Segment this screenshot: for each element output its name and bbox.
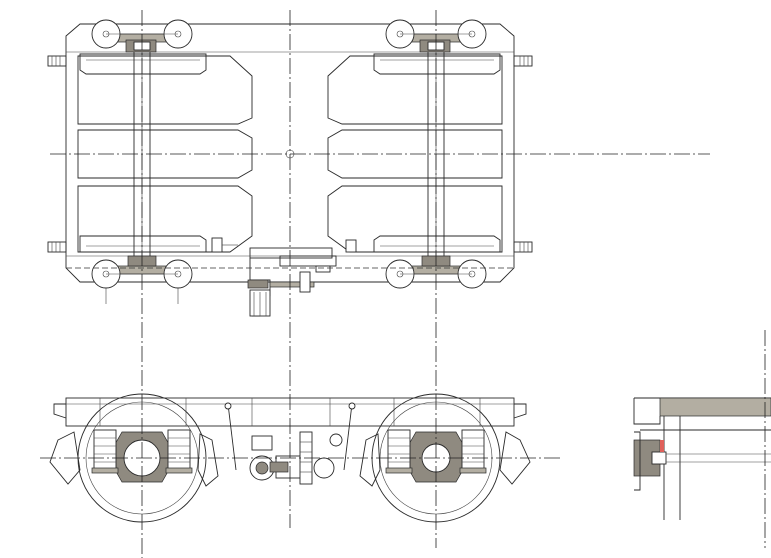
hanger-left — [227, 403, 237, 471]
panel-left-3 — [77, 185, 253, 253]
red-marker — [660, 440, 664, 452]
spring-plate-top-left — [79, 53, 207, 75]
brake-linkage-plan — [211, 237, 357, 317]
yoke-bottom-left — [115, 265, 167, 275]
springs-right — [385, 429, 487, 474]
springs-left — [91, 429, 193, 474]
side-view — [49, 393, 531, 523]
plan-view — [47, 19, 533, 317]
end-view-beam — [659, 397, 771, 417]
panel-right-2 — [327, 129, 503, 179]
centre-lines — [40, 10, 766, 558]
spring-plate-bottom-left — [79, 235, 207, 253]
panel-left-1 — [77, 55, 253, 125]
beam-end-right — [513, 403, 527, 419]
spring-plate-top-right — [373, 53, 501, 75]
beam-end-left — [53, 403, 67, 419]
panel-right-1 — [327, 55, 503, 125]
yoke-bottom-right — [409, 265, 461, 275]
panel-left-2 — [77, 129, 253, 179]
brake-shoe-inner-right — [359, 433, 381, 487]
frame-outline — [65, 23, 515, 283]
hanger-right — [343, 403, 353, 471]
partial-end-view — [633, 397, 771, 520]
spring-plate-bottom-right — [373, 235, 501, 253]
panel-right-3 — [327, 185, 503, 253]
side-hooks — [47, 55, 533, 253]
brake-shoe-inner-left — [197, 433, 219, 487]
